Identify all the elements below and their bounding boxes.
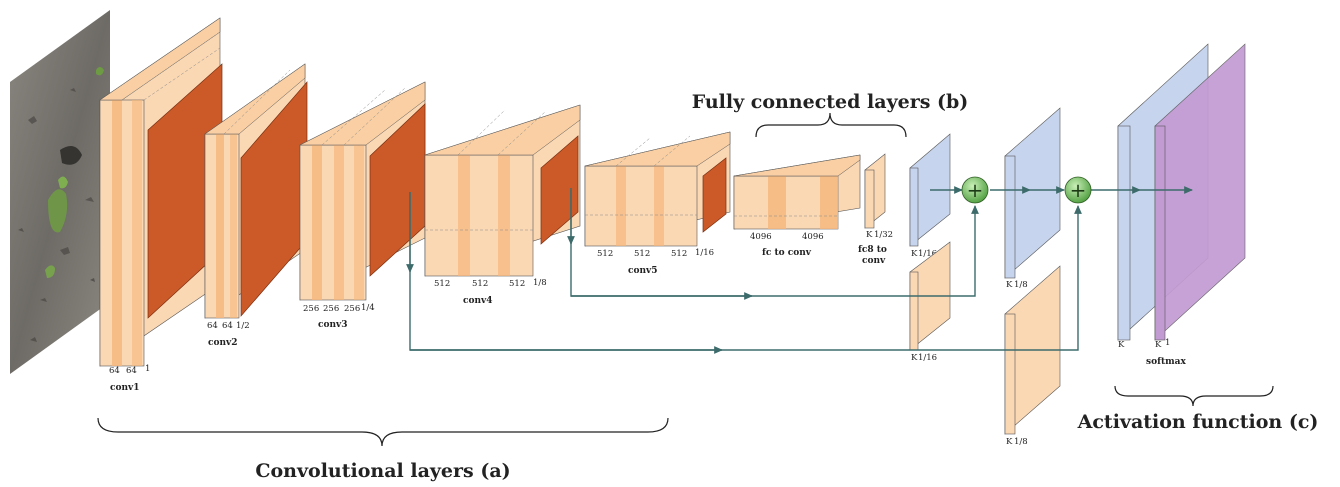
plus-icon: + [967,178,984,202]
conv1-block [99,17,223,367]
conv2-block [204,63,308,319]
conv1-scale: 1 [145,364,150,374]
fc8-to-conv-block [864,153,886,229]
fc-to-conv-channel-2: 4096 [802,232,824,242]
score-8-scale: 1/8 [1014,280,1028,290]
convolutional-layers-title: Convolutional layers (a) [255,460,510,482]
conv4-channel-1: 512 [434,279,450,289]
output-scale: 1 [1165,338,1170,348]
conv5-channel-1: 512 [597,249,613,259]
input-image [10,10,110,374]
activation-function-title: Activation function (c) [1077,411,1319,433]
conv3-block [299,81,426,301]
conv4-block [424,104,581,277]
fc8-to-conv-scale: 1/32 [874,230,893,240]
conv3-label: conv3 [318,320,348,330]
conv3-channel-1: 256 [303,304,319,314]
fc8-to-conv-label-line1: fc8 to [858,245,887,255]
conv5-block [584,131,731,247]
score-16-scale: 1/16 [918,249,937,259]
conv2-channel-2: 64 [222,321,233,331]
score-8-k: K [1006,280,1013,290]
plus-icon: + [1070,178,1087,202]
convolutional-brace [97,417,669,447]
conv4-channel-3: 512 [509,279,525,289]
conv3-scale: 1/4 [361,303,375,313]
conv4-channel-2: 512 [472,279,488,289]
conv4-label: conv4 [463,296,493,306]
fc8-to-conv-label-line2: conv [862,256,886,266]
score-8-map [1004,107,1061,279]
connector-lines [406,186,1193,354]
softmax-label: softmax [1146,357,1186,367]
conv5-channel-3: 512 [671,249,687,259]
conv5-scale: 1/16 [695,248,714,258]
fully-connected-brace [755,112,907,138]
conv3-channel-2: 256 [323,304,339,314]
output-k-right: K [1155,340,1162,350]
conv2-label: conv2 [208,338,238,348]
conv1-channel-1: 64 [109,366,120,376]
pool3-score-scale: 1/8 [1014,437,1028,447]
conv2-scale: 1/2 [236,321,250,331]
fc8-to-conv-k: K [866,230,873,240]
sum-node-2: + [1064,176,1092,204]
pool3-score-k: K [1006,437,1013,447]
conv5-label: conv5 [628,266,658,276]
conv5-feature-map [702,157,727,233]
conv1-label: conv1 [110,383,140,393]
output-k-left: K [1118,340,1125,350]
fc-to-conv-label: fc to conv [762,248,812,258]
conv5-channel-2: 512 [634,249,650,259]
conv2-channel-1: 64 [207,321,218,331]
conv3-channel-3: 256 [344,304,360,314]
sum-node-1: + [961,176,989,204]
activation-brace [1114,385,1274,407]
conv4-feature-map [540,135,579,245]
softmax-map [1154,43,1246,341]
pool4-score-k: K [911,353,918,363]
fc-to-conv-block [733,154,861,230]
pool4-score-scale: 1/16 [918,353,937,363]
conv1-channel-2: 64 [126,366,137,376]
score-16-k: K [911,249,918,259]
conv4-scale: 1/8 [533,278,547,288]
fully-connected-layers-title: Fully connected layers (b) [692,91,969,113]
fc-to-conv-channel-1: 4096 [750,232,772,242]
